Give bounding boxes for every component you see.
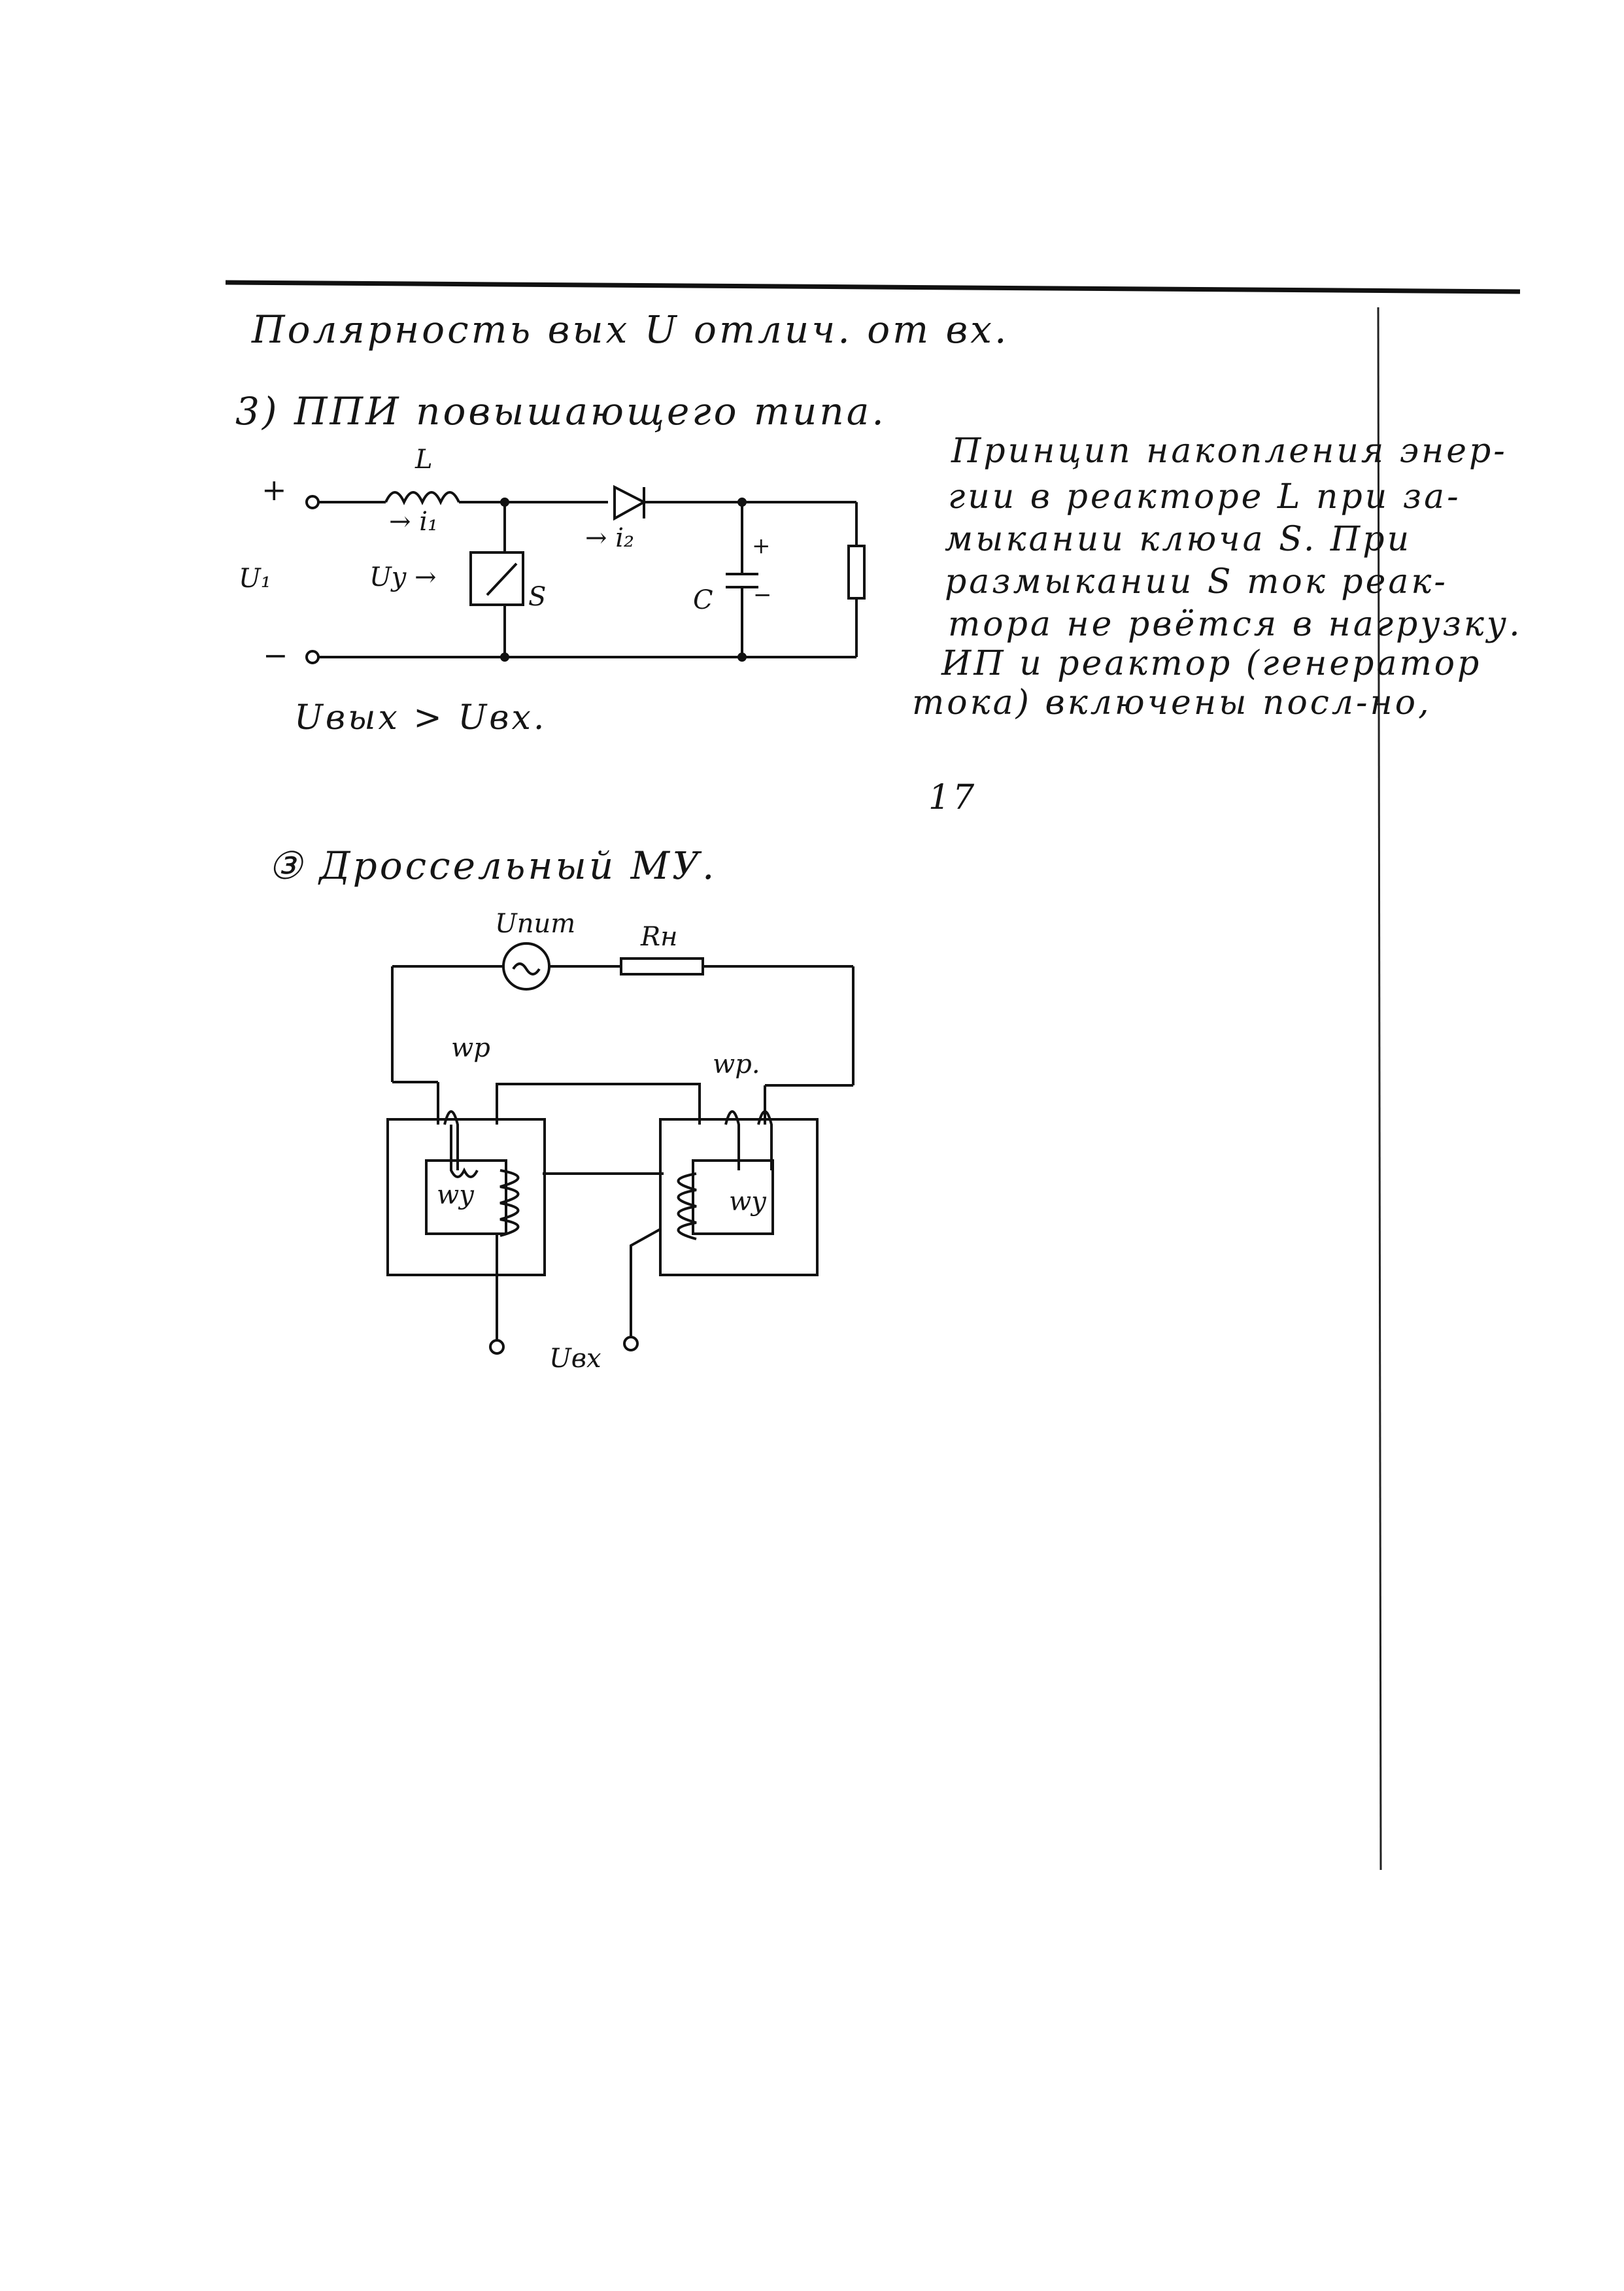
wp-left-label: wр xyxy=(451,1033,490,1063)
explanation-line: мыкании ключа S. При xyxy=(945,520,1412,559)
switch-label: S xyxy=(528,582,547,612)
inductor-symbol xyxy=(384,491,460,505)
i2-label: → i₂ xyxy=(585,523,635,553)
diode-symbol xyxy=(613,484,647,521)
page-mark: 17 xyxy=(928,778,977,817)
explanation-line: тока) включены посл-но, xyxy=(912,683,1432,722)
explanation-line: ИП и реактор (генератор xyxy=(941,644,1482,683)
explanation-line: Принцип накопления энер- xyxy=(951,432,1508,471)
right-core-outer xyxy=(659,1118,819,1276)
load-resistor-rn xyxy=(620,957,704,976)
input-label: Uвх xyxy=(549,1344,601,1374)
explanation-line: гии в реакторе L при за- xyxy=(948,477,1461,517)
switch-box xyxy=(469,551,524,606)
output-terminal-right xyxy=(623,1336,639,1351)
load-label: Rн xyxy=(641,922,678,952)
section-title: 3) ППИ повышающего типа. xyxy=(235,389,887,433)
output-terminal-left xyxy=(489,1339,505,1355)
source-label: Uпит xyxy=(495,909,576,939)
top-rule xyxy=(225,280,1521,294)
right-wp-coil xyxy=(724,1110,773,1170)
result-relation: Uвых > Uвх. xyxy=(294,698,547,738)
capacitor-label: C xyxy=(693,585,713,615)
left-core-outer xyxy=(386,1118,546,1276)
uy-label: Uy → xyxy=(369,562,437,592)
ac-source-symbol xyxy=(502,942,550,991)
section3-title: ③ Дроссельный МУ. xyxy=(268,843,717,888)
explanation-line: размыкании S ток реак- xyxy=(945,562,1448,602)
right-core-inner xyxy=(692,1159,774,1235)
polarity-heading: Полярность вых U отлич. от вх. xyxy=(252,307,1009,352)
minus-label: − xyxy=(263,637,288,673)
left-core-inner xyxy=(425,1159,507,1235)
capacitor-minus-label: − xyxy=(753,582,772,608)
left-wp-coil xyxy=(443,1110,479,1178)
wy-left-label: wу xyxy=(437,1180,475,1210)
right-margin-line xyxy=(1377,307,1382,1871)
wp-right-label: wр. xyxy=(713,1049,760,1079)
capacitor-plus-label: + xyxy=(752,533,771,559)
explanation-line: тора не рвётся в нагрузку. xyxy=(948,605,1523,644)
wy-right-label: wу xyxy=(729,1187,767,1217)
i1-label: → i₁ xyxy=(389,507,439,537)
u1-label: U₁ xyxy=(239,564,271,594)
left-wy-coil xyxy=(499,1169,520,1237)
right-wy-coil xyxy=(677,1172,697,1240)
inductor-label: L xyxy=(415,445,433,475)
plus-label: + xyxy=(262,472,287,507)
